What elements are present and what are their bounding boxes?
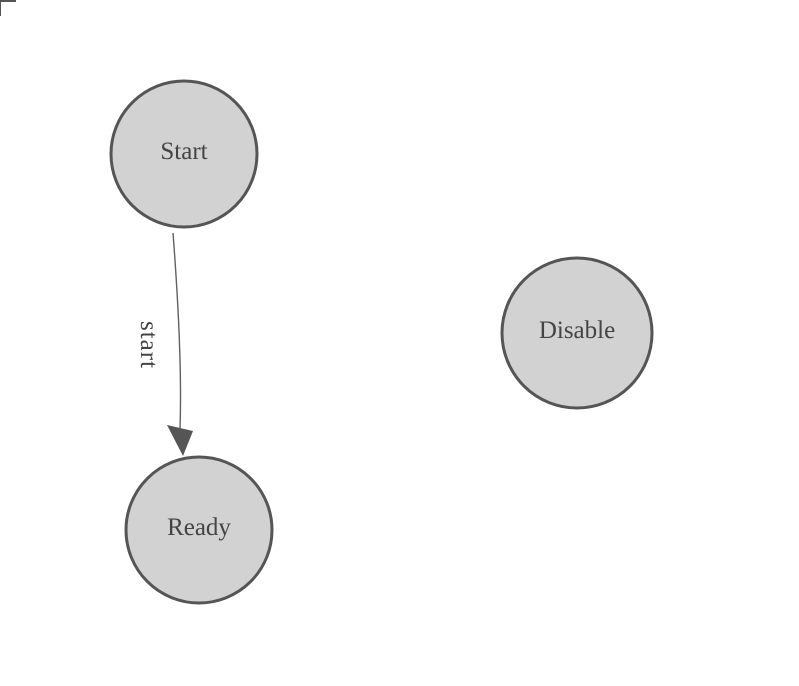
canvas-corner-mark [0, 0, 16, 16]
edge-path[interactable] [172, 232, 182, 429]
state-node-ready-label: Ready [167, 514, 231, 541]
state-node-start[interactable]: Start [109, 79, 259, 229]
state-node-ready[interactable]: Ready [124, 455, 274, 605]
arrowhead-icon [167, 425, 193, 456]
state-node-disable-label: Disable [539, 317, 615, 344]
edge-label: start [135, 321, 162, 369]
state-node-start-label: Start [160, 138, 207, 165]
transition-edge-start-to-ready[interactable]: start [135, 232, 193, 456]
state-node-disable[interactable]: Disable [500, 256, 654, 410]
state-node-ready-circle[interactable] [124, 455, 274, 605]
state-node-start-circle[interactable] [109, 79, 259, 229]
state-node-disable-circle[interactable] [500, 256, 654, 410]
